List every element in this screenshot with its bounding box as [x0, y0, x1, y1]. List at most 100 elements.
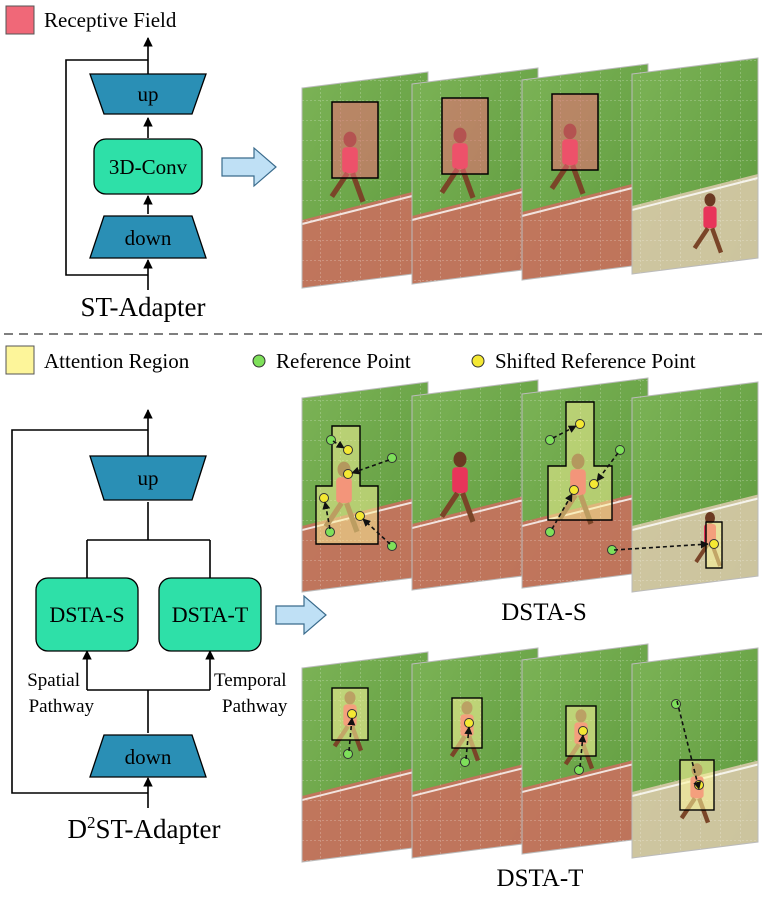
frame-grid	[632, 648, 758, 858]
shifted-point	[575, 419, 585, 429]
reference-point	[574, 765, 584, 775]
d2st-up-trapezoid	[89, 455, 207, 501]
shifted-point	[694, 780, 704, 790]
d2st-down-label: down	[125, 745, 172, 769]
shifted-point	[347, 709, 357, 719]
frame-grid	[632, 382, 758, 592]
reference-point	[460, 757, 470, 767]
frame-border	[631, 57, 759, 275]
reference-point	[387, 453, 397, 463]
shifted-point-marker	[471, 354, 485, 368]
reference-point	[545, 527, 555, 537]
athlete-leg	[710, 227, 724, 254]
d2st-title-prefix: D	[68, 814, 88, 844]
st-skip-connection	[65, 59, 148, 276]
st-up-trapezoid	[89, 73, 207, 115]
dsta-t-frame-3	[521, 643, 649, 855]
athlete-head	[705, 512, 715, 524]
athlete-leg	[460, 492, 476, 523]
offset-arrow	[464, 726, 473, 760]
st-frame-2	[411, 67, 539, 285]
st-frame-stack	[301, 57, 759, 289]
shifted-point	[709, 539, 719, 549]
receptive-field-swatch	[5, 5, 35, 35]
offset-arrow	[322, 501, 331, 530]
shifted-point	[569, 485, 579, 495]
frame-border	[631, 647, 759, 859]
shifted-point	[343, 469, 353, 479]
offset-arrow	[332, 440, 345, 449]
frame-grid	[632, 58, 758, 274]
offset-arrow	[676, 700, 702, 790]
attention-region-label: Attention Region	[44, 349, 190, 373]
athlete-torso	[703, 206, 717, 229]
st-frame-4	[631, 57, 759, 275]
attention-region-swatch	[5, 345, 35, 375]
shifted-point	[343, 445, 353, 455]
st-3d-conv-label: 3D-Conv	[109, 155, 188, 179]
temporal-label-line2: Pathway	[222, 696, 288, 717]
reference-point	[545, 435, 555, 445]
dsta-t-frame-stack	[301, 643, 759, 863]
reference-point	[326, 435, 336, 445]
reference-point	[615, 445, 625, 455]
receptive-field-label: Receptive Field	[44, 8, 177, 32]
dsta-s-box	[35, 577, 139, 652]
d2st-adapter-diagram: up DSTA-S DSTA-T Spatial Pathway Tempora…	[11, 409, 288, 844]
d2st-down-trapezoid	[89, 734, 207, 778]
dsta-s-frame-3	[521, 377, 649, 589]
athlete-leg	[692, 227, 710, 250]
athlete-head	[453, 451, 467, 468]
st-block-arrow	[221, 146, 277, 188]
offset-arrow	[578, 734, 587, 768]
offset-arrow	[552, 425, 577, 439]
st-frame-1	[301, 71, 429, 289]
athlete-head	[704, 193, 716, 207]
d2st-adapter-title: D2ST-Adapter	[68, 813, 221, 844]
dsta-s-frame-stack	[301, 377, 759, 593]
shifted-point	[355, 511, 365, 521]
dsta-t-frame-1	[301, 651, 429, 863]
dsta-s-frame-1	[301, 381, 429, 593]
st-down-trapezoid	[89, 215, 207, 259]
dsta-t-frame-4	[631, 647, 759, 859]
offset-arrow	[596, 452, 619, 482]
st-down-label: down	[125, 226, 172, 250]
shifted-point	[589, 479, 599, 489]
dsta-t-caption: DSTA-T	[497, 865, 584, 892]
d2st-block-arrow	[275, 594, 327, 636]
reference-point	[671, 699, 681, 709]
st-3d-conv-box	[93, 138, 203, 195]
offset-arrow	[347, 717, 356, 752]
offset-arrow	[362, 518, 391, 545]
dsta-t-box-label: DSTA-T	[172, 602, 249, 627]
d2st-up-label: up	[138, 466, 159, 490]
attention-region	[547, 401, 613, 521]
st-adapter-title: ST-Adapter	[81, 292, 206, 322]
spatial-label-line2: Pathway	[29, 696, 95, 717]
dsta-t-box	[158, 577, 262, 652]
frame-grid	[412, 380, 538, 590]
frame-grid	[302, 652, 428, 862]
athlete-leg	[439, 491, 460, 519]
receptive-field-box	[331, 101, 379, 179]
st-frame-3	[521, 63, 649, 281]
d2st-skip-connection	[11, 429, 148, 794]
dsta-s-frame-2	[411, 379, 539, 591]
reference-point-label: Reference Point	[276, 349, 411, 373]
dsta-t-frame-2	[411, 647, 539, 859]
receptive-field-box	[441, 97, 489, 175]
spatial-label-line1: Spatial	[27, 670, 80, 691]
reference-point-marker	[252, 354, 266, 368]
dsta-s-frame-4	[631, 381, 759, 593]
shifted-point	[578, 726, 588, 736]
temporal-label-line1: Temporal	[214, 670, 287, 691]
dsta-s-caption: DSTA-S	[501, 599, 587, 626]
offset-arrow	[613, 540, 709, 551]
shifted-reference-point-label: Shifted Reference Point	[495, 349, 696, 373]
frame-border	[631, 381, 759, 593]
st-up-label: up	[138, 82, 159, 106]
d2st-title-suffix: ST-Adapter	[96, 814, 221, 844]
